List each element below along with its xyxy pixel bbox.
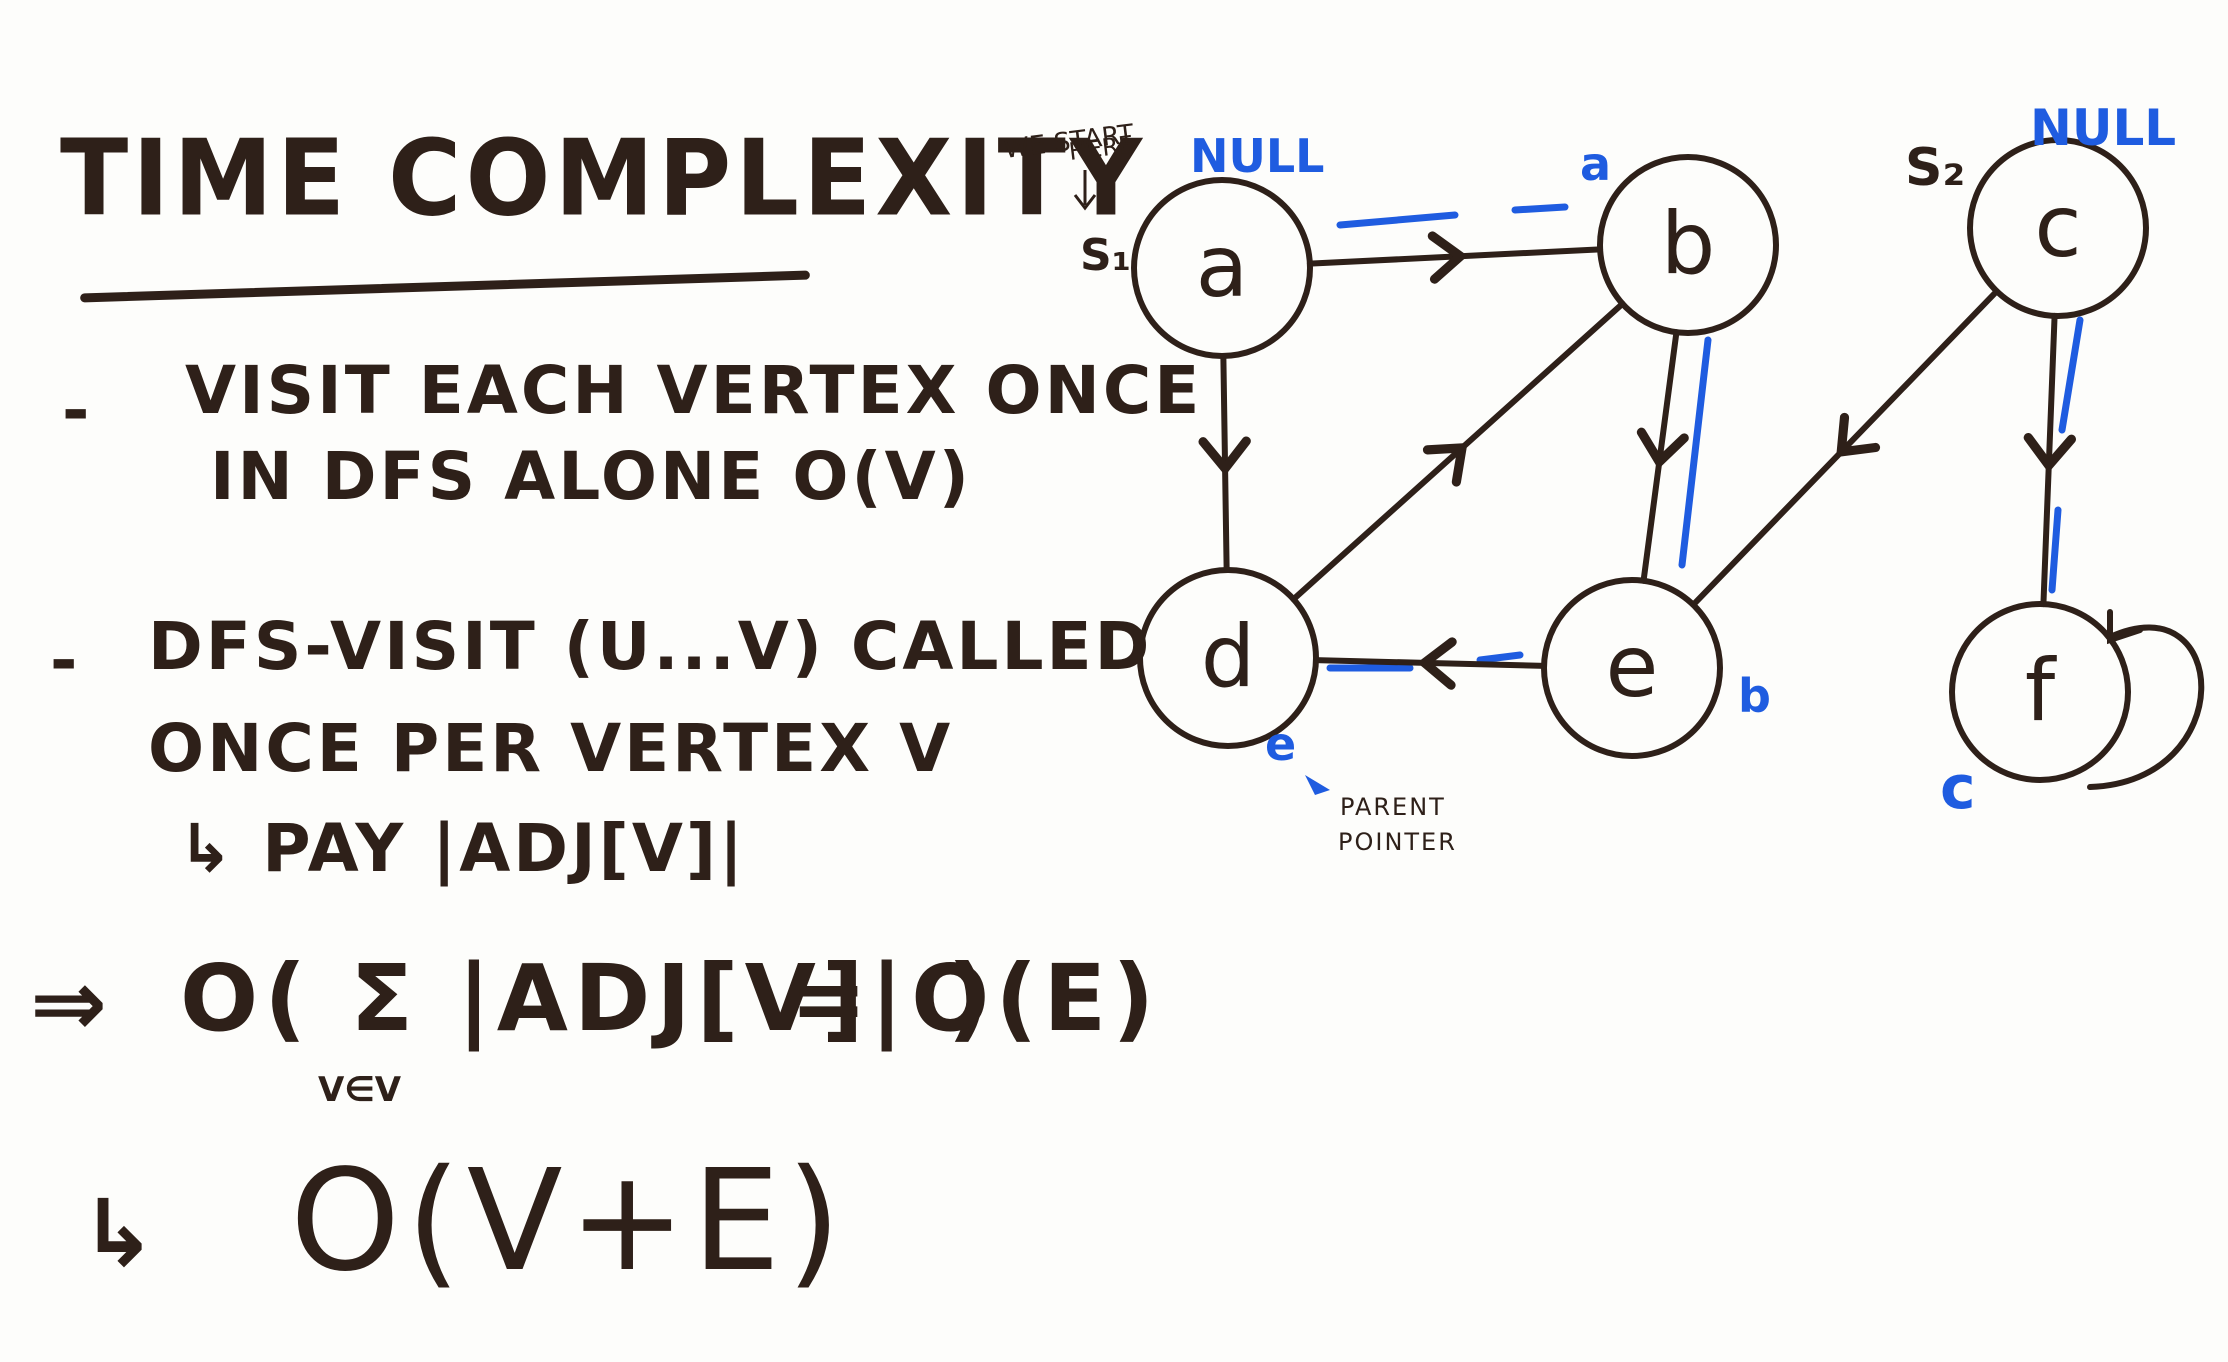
result-2-arrow: ↳ [80, 1180, 164, 1287]
edge-c-f [2023, 312, 2077, 608]
edge-f-f [2087, 624, 2205, 790]
node-f-label: f [2025, 641, 2057, 741]
result-2-expression: O(V+E) [290, 1140, 847, 1303]
edge-e-d [1312, 637, 1548, 690]
result-1-expression: O( Σ |ADJ[V]| ) [180, 945, 996, 1052]
bullet-1-line-2: IN DFS ALONE O(V) [210, 438, 972, 515]
result-1-subscript: V∈V [318, 1070, 402, 1110]
parent-label-b: a [1580, 137, 1611, 191]
parent-stroke-b-a [1336, 211, 1459, 229]
node-f-circle [1949, 601, 2131, 783]
node-e-circle [1541, 577, 1723, 759]
bullet-2-dash: - [50, 622, 78, 699]
bullet-2-line-3: ↳ PAY |ADJ[V]| [178, 810, 747, 887]
start-arrow-icon [1073, 170, 1097, 211]
bullet-2-line-2: ONCE PER VERTEX V [148, 710, 954, 787]
parent-pointer-line-2: POINTER [1338, 828, 1457, 856]
node-a-label: a [1196, 217, 1249, 317]
parent-label-e: b [1738, 669, 1771, 723]
s2-label: S₂ [1905, 138, 1965, 198]
result-1-arrow: ⇒ [30, 950, 114, 1057]
parent-label-c: NULL [2030, 99, 2176, 157]
bullet-1-dash: - [62, 372, 90, 449]
edge-a-d [1198, 352, 1251, 574]
parent-pointer-line-1: PARENT [1340, 793, 1446, 821]
parent-stroke-b-a-2 [1511, 203, 1569, 214]
parent-label-f: c [1940, 753, 1976, 823]
node-c-circle [1967, 137, 2149, 319]
parent-stroke-e-b [1678, 336, 1712, 569]
parent-pointer-arrow-icon [1305, 775, 1330, 795]
parent-stroke-f-c-2 [2048, 506, 2062, 594]
node-d-circle [1137, 567, 1319, 749]
parent-stroke-f-c [2058, 316, 2084, 434]
bullet-1-line-1: VISIT EACH VERTEX ONCE [185, 352, 1203, 429]
edge-c-e [1690, 288, 2000, 608]
parent-label-d: e [1265, 717, 1296, 771]
result-1-equals: = O(E) [790, 945, 1161, 1052]
edge-a-b [1306, 231, 1604, 284]
node-d-label: d [1201, 607, 1256, 707]
node-b-circle [1597, 154, 1779, 336]
node-b-label: b [1661, 194, 1716, 294]
node-e-label: e [1606, 617, 1659, 717]
parent-stroke-d-e-2 [1476, 651, 1524, 664]
edge-d-b [1290, 300, 1626, 603]
node-c-label: c [2034, 177, 2081, 277]
bullet-2-line-1: DFS-VISIT (U...V) CALLED [148, 608, 1153, 685]
s1-label: S₁ [1080, 230, 1131, 281]
edge-b-e [1636, 329, 1689, 584]
page-title: TIME COMPLEXITY [60, 117, 1147, 240]
parent-pointer-strokes [1326, 203, 2084, 672]
node-a-circle [1131, 177, 1313, 359]
parent-label-a: NULL [1190, 129, 1324, 183]
